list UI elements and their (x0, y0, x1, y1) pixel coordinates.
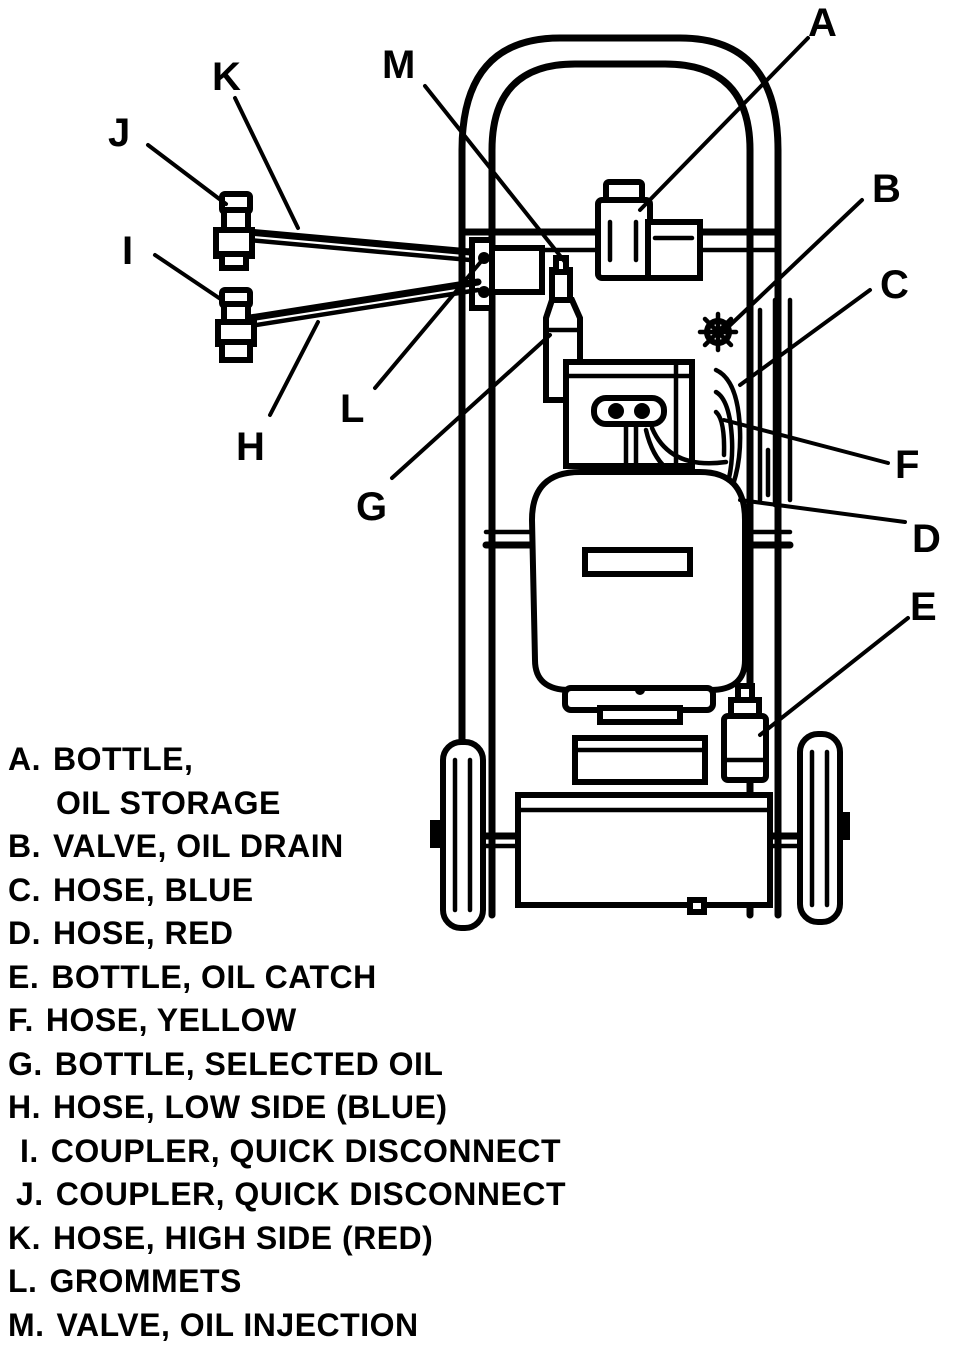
oil-injection-valve (552, 258, 570, 300)
oil-storage-bottle (598, 182, 700, 278)
callout-a: A (808, 1, 837, 45)
legend-item: H.HOSE, LOW SIDE (BLUE) (8, 1086, 566, 1130)
hose-bracket (472, 240, 542, 308)
legend-item: B.VALVE, OIL DRAIN (8, 825, 566, 869)
leader-lines (148, 38, 908, 735)
callout-l: L (340, 387, 364, 431)
right-wheel (800, 734, 850, 922)
parts-legend: A.BOTTLE, OIL STORAGE B.VALVE, OIL DRAIN… (8, 738, 566, 1347)
control-box (566, 362, 692, 466)
oil-drain-valve (700, 314, 736, 350)
legend-item: L.GROMMETS (8, 1260, 566, 1304)
legend-item: OIL STORAGE (8, 782, 566, 826)
callout-m: M (382, 43, 415, 87)
coupler-j (216, 194, 252, 268)
legend-item: C.HOSE, BLUE (8, 869, 566, 913)
callout-k: K (212, 55, 241, 99)
recovery-tank (532, 472, 745, 722)
callout-j: J (108, 111, 130, 155)
legend-item: A.BOTTLE, (8, 738, 566, 782)
legend-item: G.BOTTLE, SELECTED OIL (8, 1043, 566, 1087)
legend-item: K.HOSE, HIGH SIDE (RED) (8, 1217, 566, 1261)
callout-b: B (872, 167, 901, 211)
legend-item: E.BOTTLE, OIL CATCH (8, 956, 566, 1000)
legend-item: J.COUPLER, QUICK DISCONNECT (8, 1173, 566, 1217)
legend-item: D.HOSE, RED (8, 912, 566, 956)
callout-f: F (895, 443, 919, 487)
callout-d: D (912, 517, 941, 561)
callout-i: I (122, 229, 133, 273)
callout-c: C (880, 263, 909, 307)
callout-g: G (356, 485, 387, 529)
legend-item: I.COUPLER, QUICK DISCONNECT (8, 1130, 566, 1174)
high-side-hose (248, 232, 470, 260)
callout-e: E (910, 585, 937, 629)
legend-item: M.VALVE, OIL INJECTION (8, 1304, 566, 1347)
legend-item: F.HOSE, YELLOW (8, 999, 566, 1043)
callout-h: H (236, 425, 265, 469)
